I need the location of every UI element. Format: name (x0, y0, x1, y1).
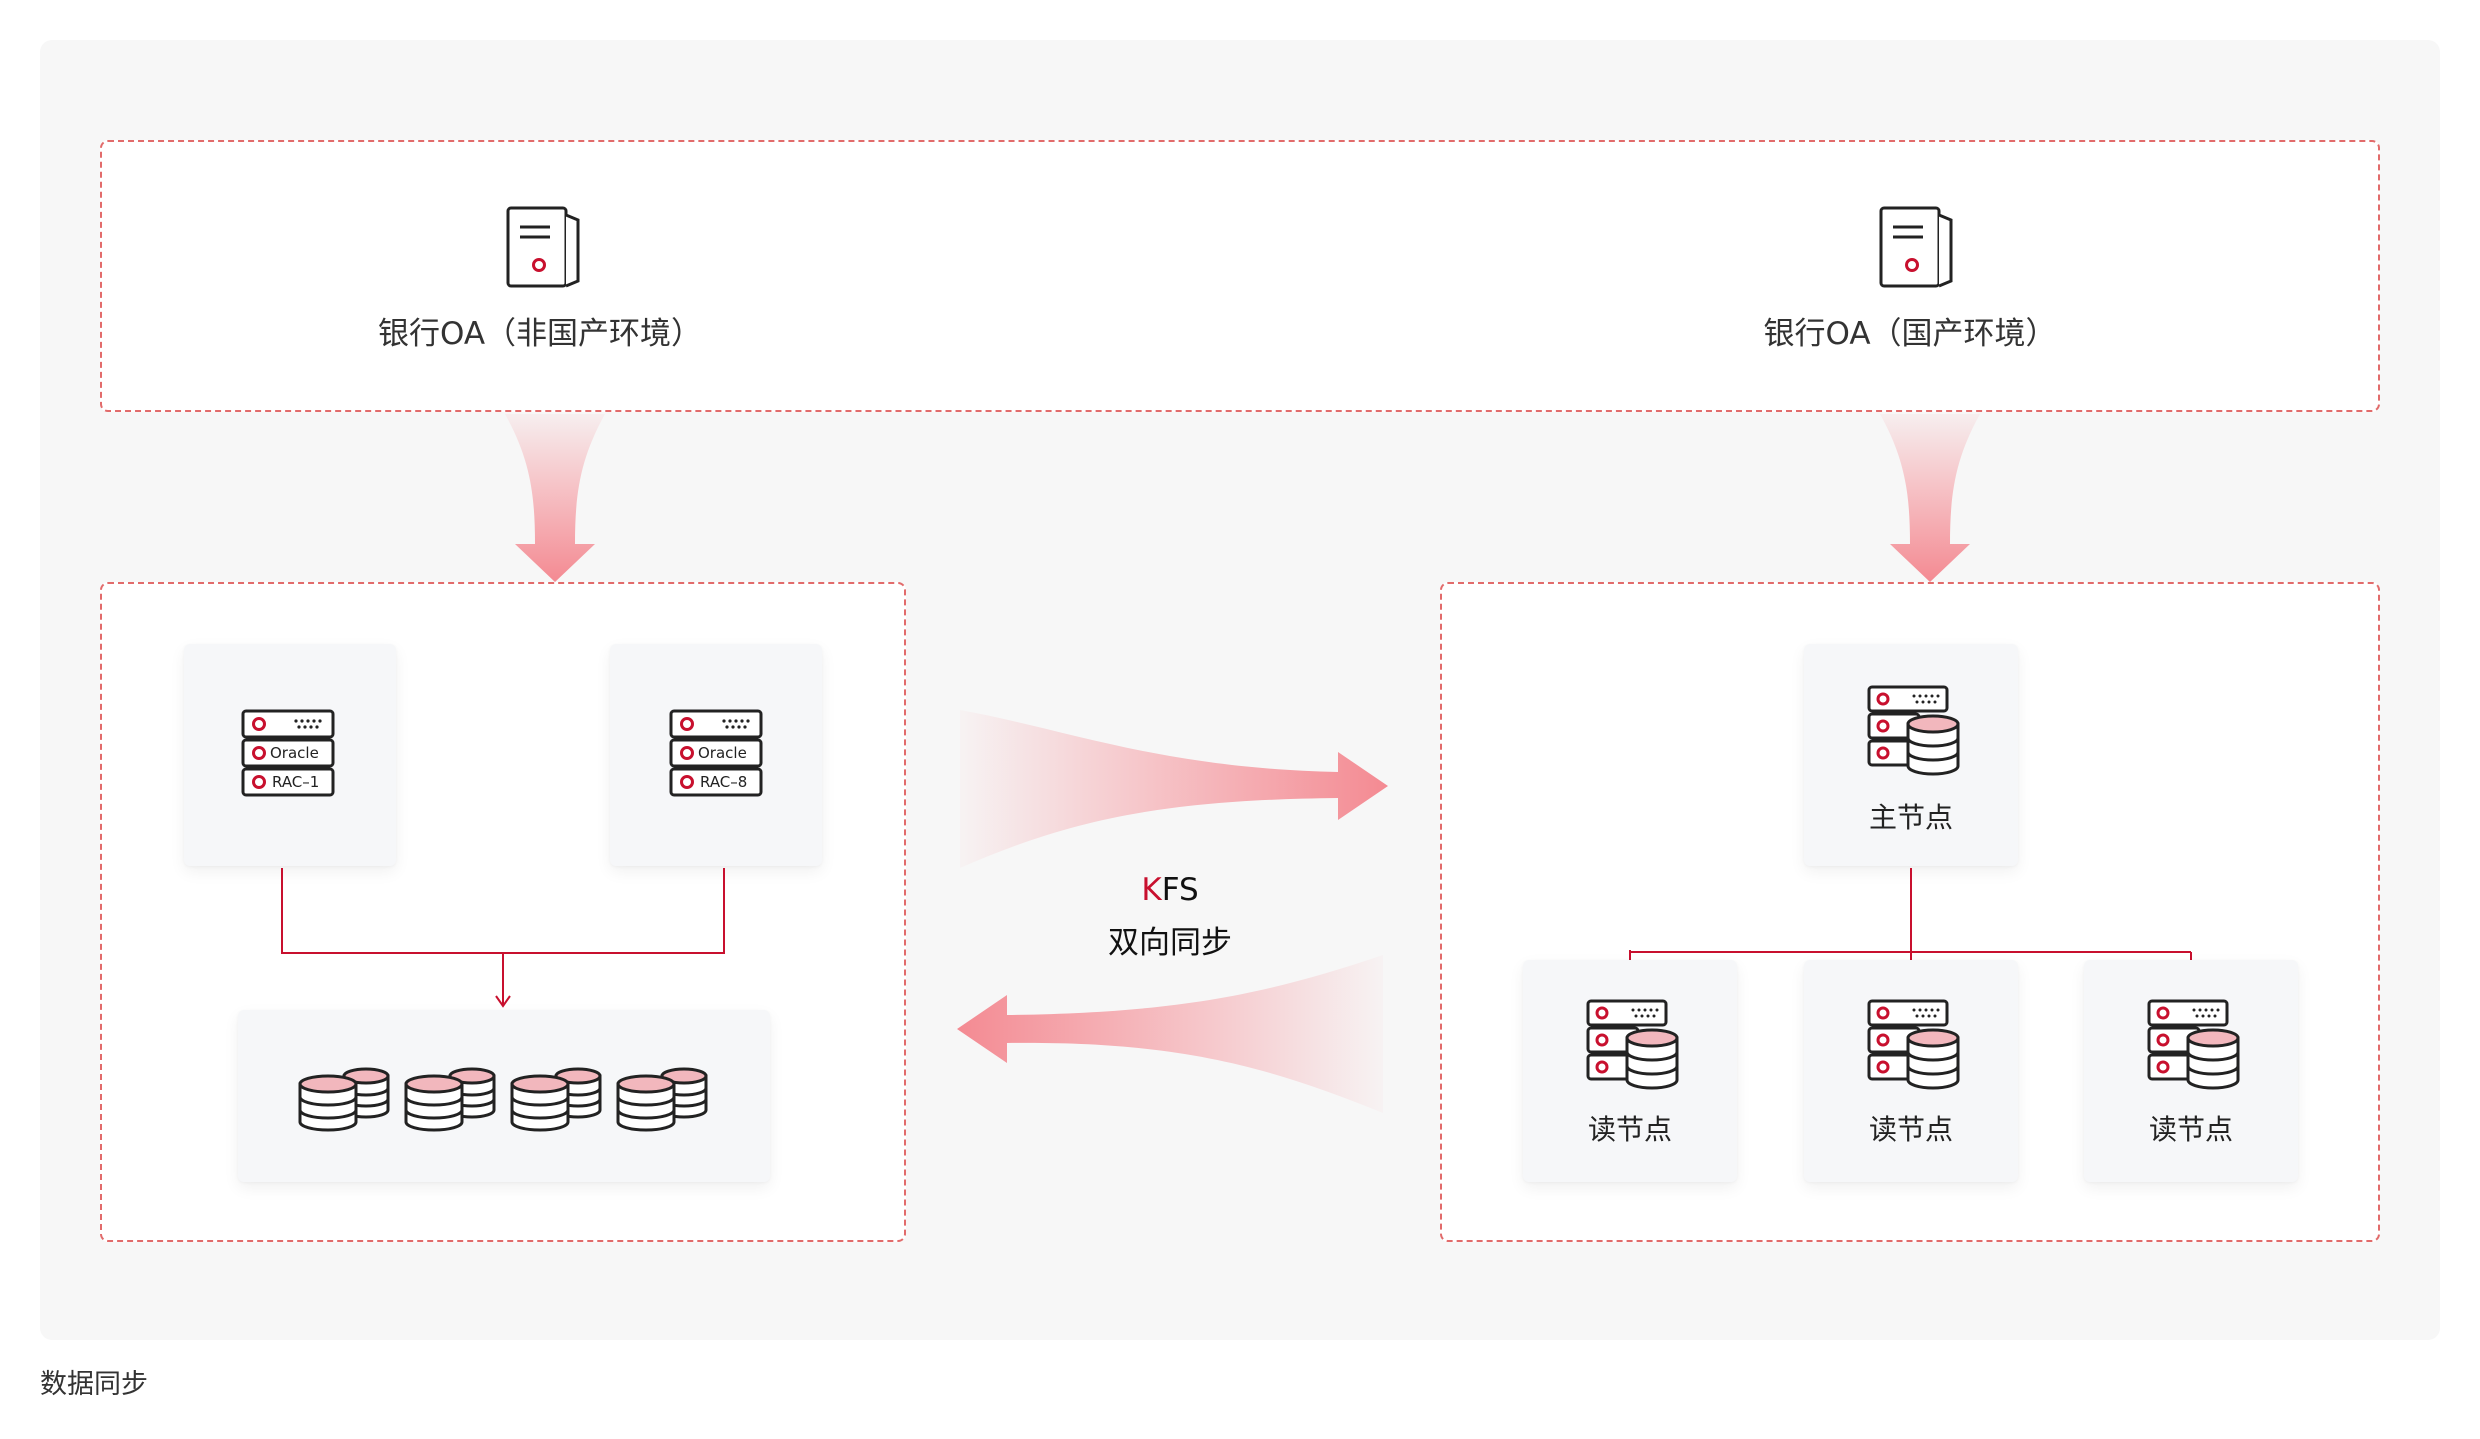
db-server-icon (1867, 999, 1960, 1090)
kfs-brand-rest: FS (1161, 872, 1199, 908)
oracle-rack-text: RAC–1 (272, 773, 320, 791)
down-arrow-right (1880, 414, 1980, 582)
database-icon (616, 1067, 708, 1132)
oa-environments-box (100, 140, 2380, 412)
read-node-label: 读节点 (2148, 1113, 2233, 1146)
db-server-icon (1586, 999, 1679, 1090)
server-icon (1879, 206, 1953, 288)
database-icon (404, 1067, 496, 1132)
primary-node-label: 主节点 (1868, 801, 1953, 834)
db-server-icon (1867, 685, 1960, 776)
oracle-rack-icon (241, 709, 335, 797)
down-arrow-left (505, 414, 605, 582)
oracle-rack-icon (669, 709, 763, 797)
oracle-rack-text: RAC–8 (700, 773, 748, 791)
oracle-rack-text: Oracle (270, 744, 319, 762)
kfs-brand-k: K (1141, 872, 1162, 908)
kfs-label: KFS (1070, 872, 1270, 908)
read-node-label: 读节点 (1868, 1113, 1953, 1146)
oa-non-domestic-label: 银行OA（非国产环境） (377, 316, 703, 352)
read-node-label: 读节点 (1587, 1113, 1672, 1146)
db-server-icon (2147, 999, 2240, 1090)
sync-arrow-right (960, 710, 1388, 868)
sync-label: 双向同步 (1108, 925, 1232, 961)
database-icon (298, 1067, 390, 1132)
database-icon (510, 1067, 602, 1132)
sync-arrow-left (957, 955, 1383, 1113)
oracle-rack-text: Oracle (698, 744, 747, 762)
oa-domestic-label: 银行OA（国产环境） (1763, 316, 2057, 352)
figure-caption: 数据同步 (40, 1369, 148, 1400)
server-icon (506, 206, 580, 288)
